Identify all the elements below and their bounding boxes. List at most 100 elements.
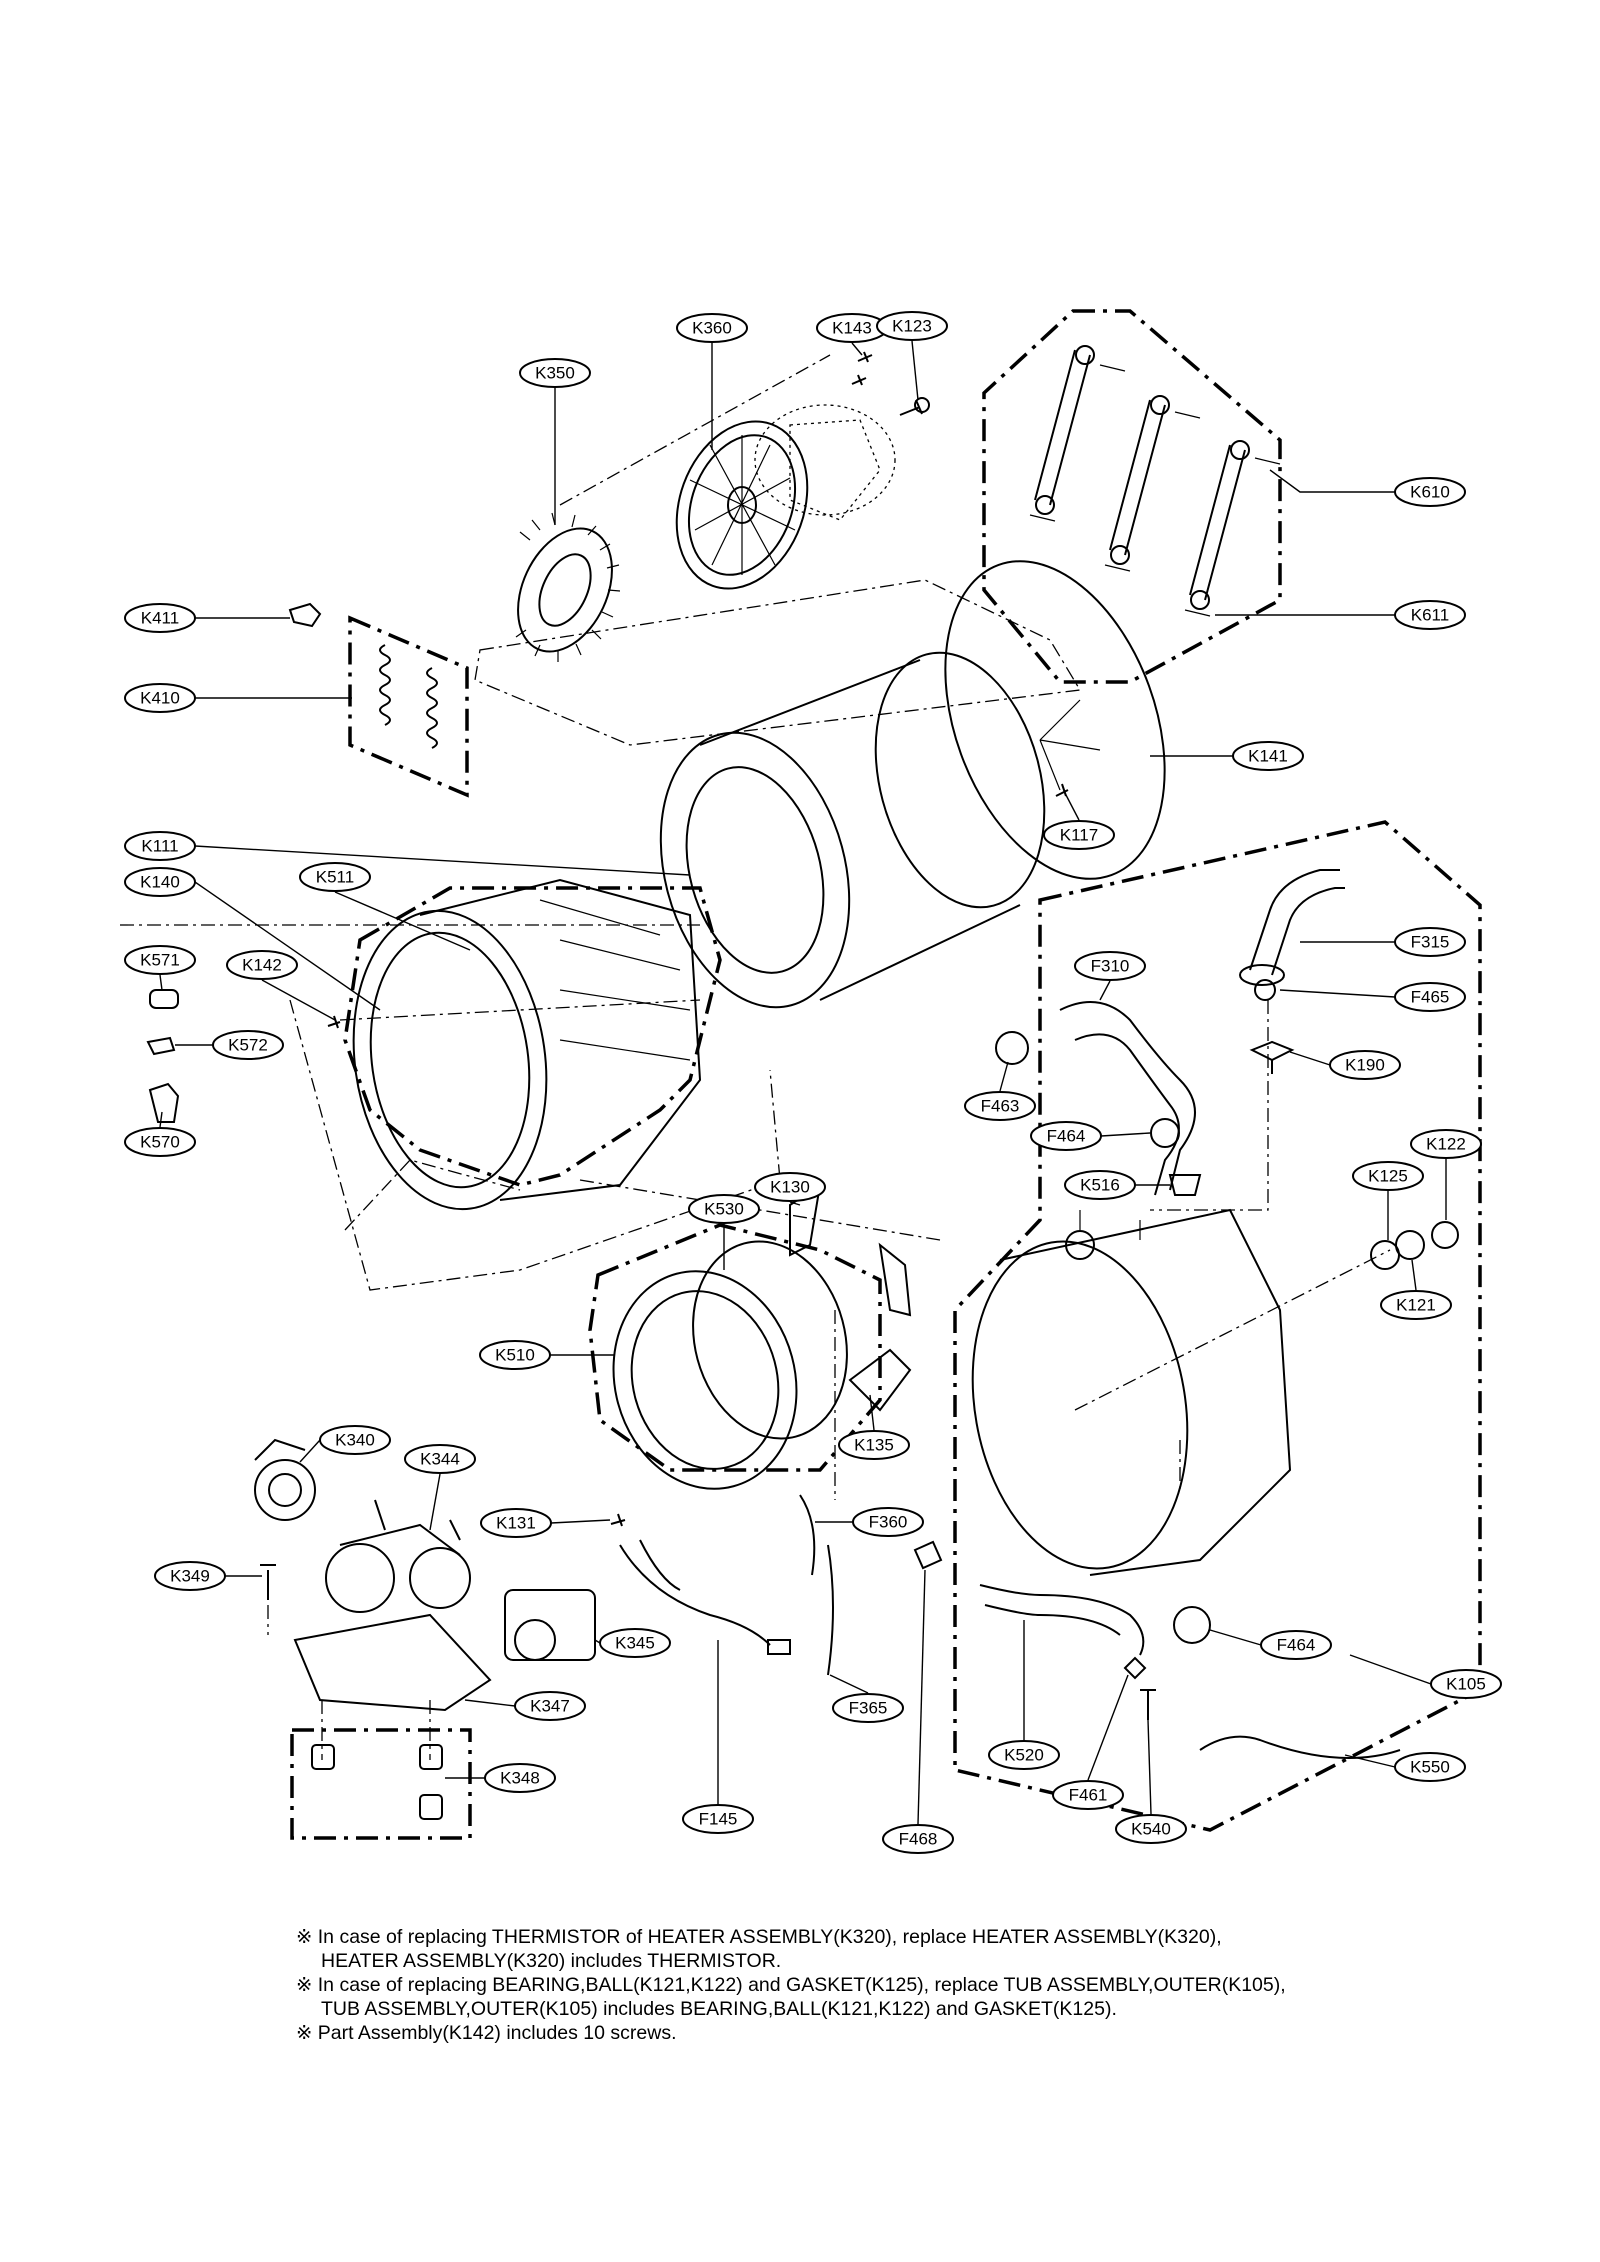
label-text: K130: [770, 1178, 810, 1197]
leader-line: [1349, 1654, 1432, 1685]
callout-k340: K340: [299, 1425, 391, 1463]
sensor-guide: [1150, 1000, 1269, 1211]
label-oval: [676, 313, 748, 343]
note-1: ※ In case of replacing THERMISTOR of HEA…: [296, 1926, 1222, 1948]
label-oval: [319, 1425, 391, 1455]
callout-k610: K610: [1269, 469, 1466, 507]
label-oval: [688, 1194, 760, 1224]
label-text: F464: [1047, 1127, 1086, 1146]
drum-gasket-ring: [944, 560, 1166, 880]
stator-part: [675, 404, 896, 590]
label-text: F365: [849, 1699, 888, 1718]
label-oval: [754, 1172, 826, 1202]
label-text: F310: [1091, 957, 1130, 976]
label-text: K511: [316, 868, 354, 887]
callout-f310: F310: [1074, 951, 1146, 1001]
label-text: K572: [228, 1036, 268, 1055]
leader-line: [999, 1061, 1009, 1092]
leader-line: [1100, 1132, 1151, 1137]
part-f468: [913, 1540, 943, 1570]
label-oval: [124, 1127, 196, 1157]
callout-f145: F145: [682, 1640, 754, 1834]
label-text: K347: [530, 1697, 570, 1716]
callout-k516: K516: [1064, 1170, 1170, 1200]
door-gasket-inner: [630, 1290, 780, 1470]
label-text: K610: [1410, 483, 1450, 502]
label-oval: [1394, 1752, 1466, 1782]
callout-k571: K571: [124, 945, 196, 991]
label-text: K520: [1004, 1746, 1044, 1765]
clamp-f465: [1254, 979, 1276, 1001]
screw-k349: [260, 1564, 276, 1600]
drum-guide-box: [474, 579, 1082, 746]
note-2: ※ In case of replacing BEARING,BALL(K121…: [296, 1974, 1286, 1996]
label-text: K550: [1410, 1758, 1450, 1777]
bearing-k122: [1431, 1221, 1459, 1249]
front-tub-part: [352, 878, 702, 1211]
note-3: ※ Part Assembly(K142) includes 10 screws…: [296, 2022, 677, 2044]
label-oval: [1329, 1050, 1401, 1080]
screw-k131: [610, 1513, 626, 1527]
door-gasket-rear: [692, 1240, 848, 1440]
callout-k345: K345: [594, 1628, 671, 1658]
label-text: K121: [1396, 1296, 1436, 1315]
callout-f365: F365: [829, 1674, 904, 1723]
sensor-k540: [1140, 1689, 1156, 1720]
label-text: K345: [615, 1634, 655, 1653]
clamp-f464a: [1150, 1118, 1180, 1148]
callout-f463: F463: [964, 1061, 1036, 1121]
leader-line: [334, 891, 471, 951]
label-text: K143: [832, 319, 872, 338]
label-text: K122: [1426, 1135, 1466, 1154]
leader-line: [1209, 1629, 1262, 1646]
label-oval: [479, 1340, 551, 1370]
callout-k349: K349: [154, 1561, 262, 1591]
leader-line: [1087, 1674, 1129, 1781]
callout-k117: K117: [1043, 794, 1115, 850]
callout-k140: K140: [124, 867, 381, 1011]
part-k516: [1168, 1174, 1202, 1196]
label-oval: [299, 862, 371, 892]
label-text: K117: [1060, 826, 1098, 845]
label-text: K349: [170, 1567, 210, 1586]
part-f461: [1123, 1656, 1147, 1680]
pump-base-k347: [293, 1613, 492, 1712]
hose-f310: [1059, 1001, 1196, 1191]
label-oval: [484, 1763, 556, 1793]
pump-k340: [254, 1438, 316, 1521]
leader-line: [194, 845, 691, 876]
label-text: F461: [1069, 1786, 1108, 1805]
leader-line: [1279, 989, 1396, 998]
filters-k348: [311, 1744, 443, 1820]
callout-k511: K511: [299, 862, 471, 951]
label-oval: [124, 945, 196, 975]
leader-line: [159, 1111, 163, 1128]
label-oval: [514, 1691, 586, 1721]
rear-tub-group-box: [953, 820, 1482, 1832]
label-oval: [1394, 982, 1466, 1012]
label-text: K530: [704, 1200, 744, 1219]
sensor-k190: [1249, 1040, 1295, 1074]
lifter-k130b: [878, 1242, 912, 1317]
label-text: F315: [1411, 933, 1450, 952]
callout-k131: K131: [480, 1508, 611, 1538]
label-oval: [1064, 1170, 1136, 1200]
harness-f145: [619, 1539, 771, 1646]
leader-line: [159, 974, 163, 991]
callout-f461: F461: [1052, 1674, 1129, 1810]
bearing-k121: [1395, 1230, 1425, 1260]
label-text: K516: [1080, 1176, 1120, 1195]
drum-part: [659, 651, 1101, 1009]
callout-f468: F468: [882, 1569, 954, 1854]
callout-f464b: F464: [1209, 1629, 1332, 1660]
springs-part: [379, 644, 438, 749]
label-oval: [1030, 1121, 1102, 1151]
callout-f315: F315: [1300, 927, 1466, 957]
leader-line: [869, 1394, 875, 1431]
label-text: K360: [692, 319, 732, 338]
callout-k111: K111: [124, 831, 691, 876]
leader-line: [911, 340, 919, 401]
hose-f360: [799, 1494, 816, 1576]
label-text: F360: [869, 1513, 908, 1532]
